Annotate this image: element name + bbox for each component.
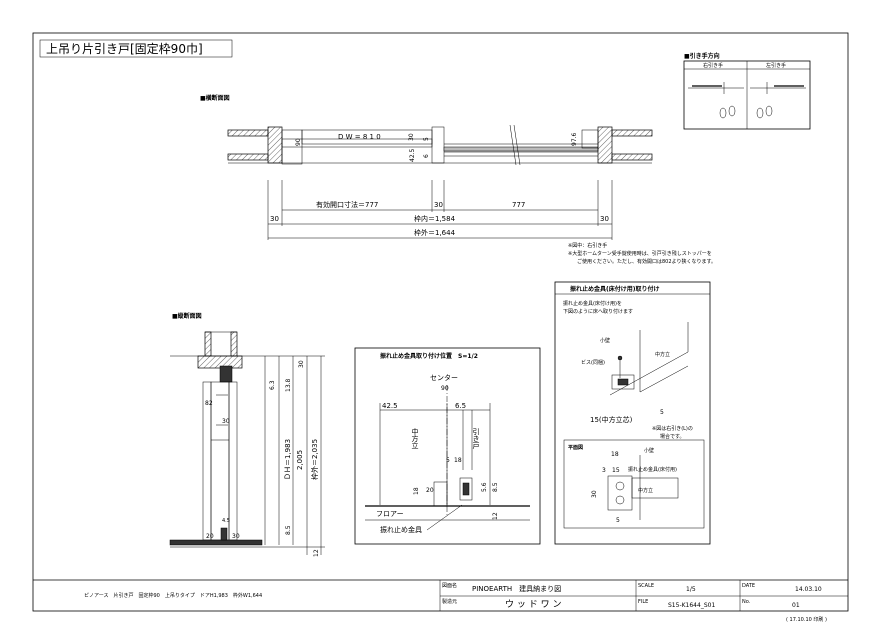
svg-text:( 17.10.10 印刷 ): ( 17.10.10 印刷 ) [786,616,827,623]
svg-text:場合です。: 場合です。 [660,433,685,440]
svg-text:90: 90 [441,385,449,392]
svg-text:90: 90 [295,138,302,146]
svg-text:ビス(同梱): ビス(同梱) [581,359,605,366]
svg-text:6: 6 [423,154,430,158]
bracket-position-panel: 振れ止め金具取り付け位置 S=1/2 センター 90 42.5 6.5 中方立 … [354,347,541,545]
svg-text:小壁: 小壁 [600,337,610,344]
svg-text:ご使用ください。ただし、有効開口は802より狭くなります。: ご使用ください。ただし、有効開口は802より狭くなります。 [577,258,716,265]
svg-text:6.3: 6.3 [269,380,276,390]
svg-text:20: 20 [426,487,434,494]
svg-text:6.5: 6.5 [455,402,466,410]
svg-text:S15-K1644_S01: S15-K1644_S01 [668,602,715,609]
svg-text:製造元: 製造元 [442,598,457,605]
svg-text:図面名: 図面名 [442,582,457,589]
svg-text:平面図: 平面図 [568,444,583,451]
svg-text:5: 5 [446,457,450,464]
svg-text:枠外＝2,035: 枠外＝2,035 [310,439,319,480]
plan-section: ■横断面図 D W = 8 1 0 30 5 6 42.5 90 97.6 [200,94,653,240]
svg-text:振れ止め金具(床付け用)取り付け: 振れ止め金具(床付け用)取り付け [570,285,660,293]
svg-text:42.5: 42.5 [409,148,416,162]
svg-text:PINOEARTH 建具納まり図: PINOEARTH 建具納まり図 [472,584,561,593]
svg-text:振れ止め金具: 振れ止め金具 [380,525,422,534]
svg-text:8.5: 8.5 [492,482,499,492]
svg-text:42.5: 42.5 [382,402,398,410]
svg-text:■引き手方向: ■引き手方向 [684,52,720,60]
footprint-icon [756,105,773,119]
svg-text:5: 5 [616,517,620,524]
svg-text:30: 30 [222,418,230,425]
svg-text:82: 82 [205,400,213,407]
svg-text:8.5: 8.5 [285,525,292,535]
svg-text:下図のように床へ取り付けます: 下図のように床へ取り付けます [563,308,633,315]
drawing-title: 上吊り片引き戸[固定枠90巾] [39,39,233,58]
svg-text:■横断面図: ■横断面図 [200,94,230,102]
svg-text:※図中：右引き手: ※図中：右引き手 [568,242,607,249]
svg-text:15: 15 [612,467,620,474]
svg-text:※図は右引き(L)の: ※図は右引き(L)の [652,425,693,432]
footprint-icon [719,105,736,119]
svg-text:有効開口寸法＝777: 有効開口寸法＝777 [316,200,378,209]
svg-text:12: 12 [492,512,499,520]
pull-direction-panel: ■引き手方向 右引き手 左引き手 [683,52,811,130]
svg-text:枠外＝1,644: 枠外＝1,644 [414,228,456,237]
svg-text:振れ止め金具(床付用): 振れ止め金具(床付用) [628,466,677,473]
svg-text:30: 30 [434,201,443,209]
svg-text:D W = 8 1 0: D W = 8 1 0 [338,133,381,141]
svg-text:※大型ホームターン受手錠使用時は、引戸引き残しストッパーを: ※大型ホームターン受手錠使用時は、引戸引き残しストッパーを [568,250,712,257]
svg-text:引き戸: 引き戸 [472,427,480,450]
svg-text:5: 5 [660,409,664,416]
svg-text:13.8: 13.8 [285,378,292,392]
svg-text:■縦断面図: ■縦断面図 [172,312,202,320]
svg-text:中方立: 中方立 [638,487,653,494]
svg-text:2,005: 2,005 [296,450,304,470]
svg-text:20: 20 [206,533,214,540]
svg-text:左引き手: 左引き手 [766,62,786,69]
svg-text:振れ止め金具(床付け用)を: 振れ止め金具(床付け用)を [563,300,622,307]
svg-text:30: 30 [591,490,598,498]
svg-text:1/5: 1/5 [686,586,696,593]
svg-text:No.: No. [742,599,751,605]
svg-text:センター: センター [430,373,458,382]
svg-text:18: 18 [611,451,619,458]
svg-text:振れ止め金具取り付け位置 S=1/2: 振れ止め金具取り付け位置 S=1/2 [380,352,478,360]
svg-text:30: 30 [232,533,240,540]
screw-icon [617,355,623,361]
svg-text:18: 18 [454,457,462,464]
sheet-border [32,32,849,612]
svg-text:右引き手: 右引き手 [703,62,723,69]
svg-text:4.5: 4.5 [222,518,230,524]
svg-text:30: 30 [270,215,279,223]
svg-text:ＤＨ＝1,983: ＤＨ＝1,983 [284,439,292,480]
svg-text:枠内＝1,584: 枠内＝1,584 [414,214,456,223]
svg-text:30: 30 [408,133,415,141]
svg-text:12: 12 [313,549,320,557]
vertical-section: ■縦断面図 82 30 4.5 20 30 6.3 13.8 ＤＨ＝1,983 … [169,312,325,557]
notes: ※図中：右引き手 ※大型ホームターン受手錠使用時は、引戸引き残しストッパーを ご… [568,242,716,265]
svg-text:3: 3 [602,467,606,474]
svg-text:SCALE: SCALE [638,583,654,589]
title-block: ピノアース 片引き戸 固定枠90 上吊りタイプ ドアH1,983 枠外W1,64… [33,579,848,623]
svg-text:DATE: DATE [742,583,755,589]
svg-text:777: 777 [512,201,525,209]
svg-text:フロアー: フロアー [376,510,404,518]
svg-text:ウ ッ ド ワ ン: ウ ッ ド ワ ン [505,599,561,610]
svg-text:15(中方立芯): 15(中方立芯) [590,415,633,424]
svg-text:18: 18 [413,487,420,495]
svg-text:30: 30 [600,215,609,223]
svg-text:97.6: 97.6 [571,132,578,146]
svg-text:14.03.10: 14.03.10 [795,586,822,593]
svg-text:01: 01 [792,602,800,609]
svg-text:上吊り片引き戸[固定枠90巾]: 上吊り片引き戸[固定枠90巾] [46,41,203,56]
svg-text:5.6: 5.6 [481,482,488,492]
bracket-install-panel: 振れ止め金具(床付け用)取り付け 振れ止め金具(床付け用)を 下図のように床へ取… [554,281,711,545]
svg-text:30: 30 [298,360,305,368]
svg-text:5: 5 [423,137,430,141]
svg-text:ピノアース 片引き戸 固定枠90 上吊りタイプ ドアH1,9: ピノアース 片引き戸 固定枠90 上吊りタイプ ドアH1,983 枠外W1,64… [84,592,262,599]
svg-text:中方立: 中方立 [411,427,419,449]
svg-text:FILE: FILE [638,599,648,605]
svg-text:小壁: 小壁 [644,447,654,454]
svg-text:中方立: 中方立 [655,351,670,358]
